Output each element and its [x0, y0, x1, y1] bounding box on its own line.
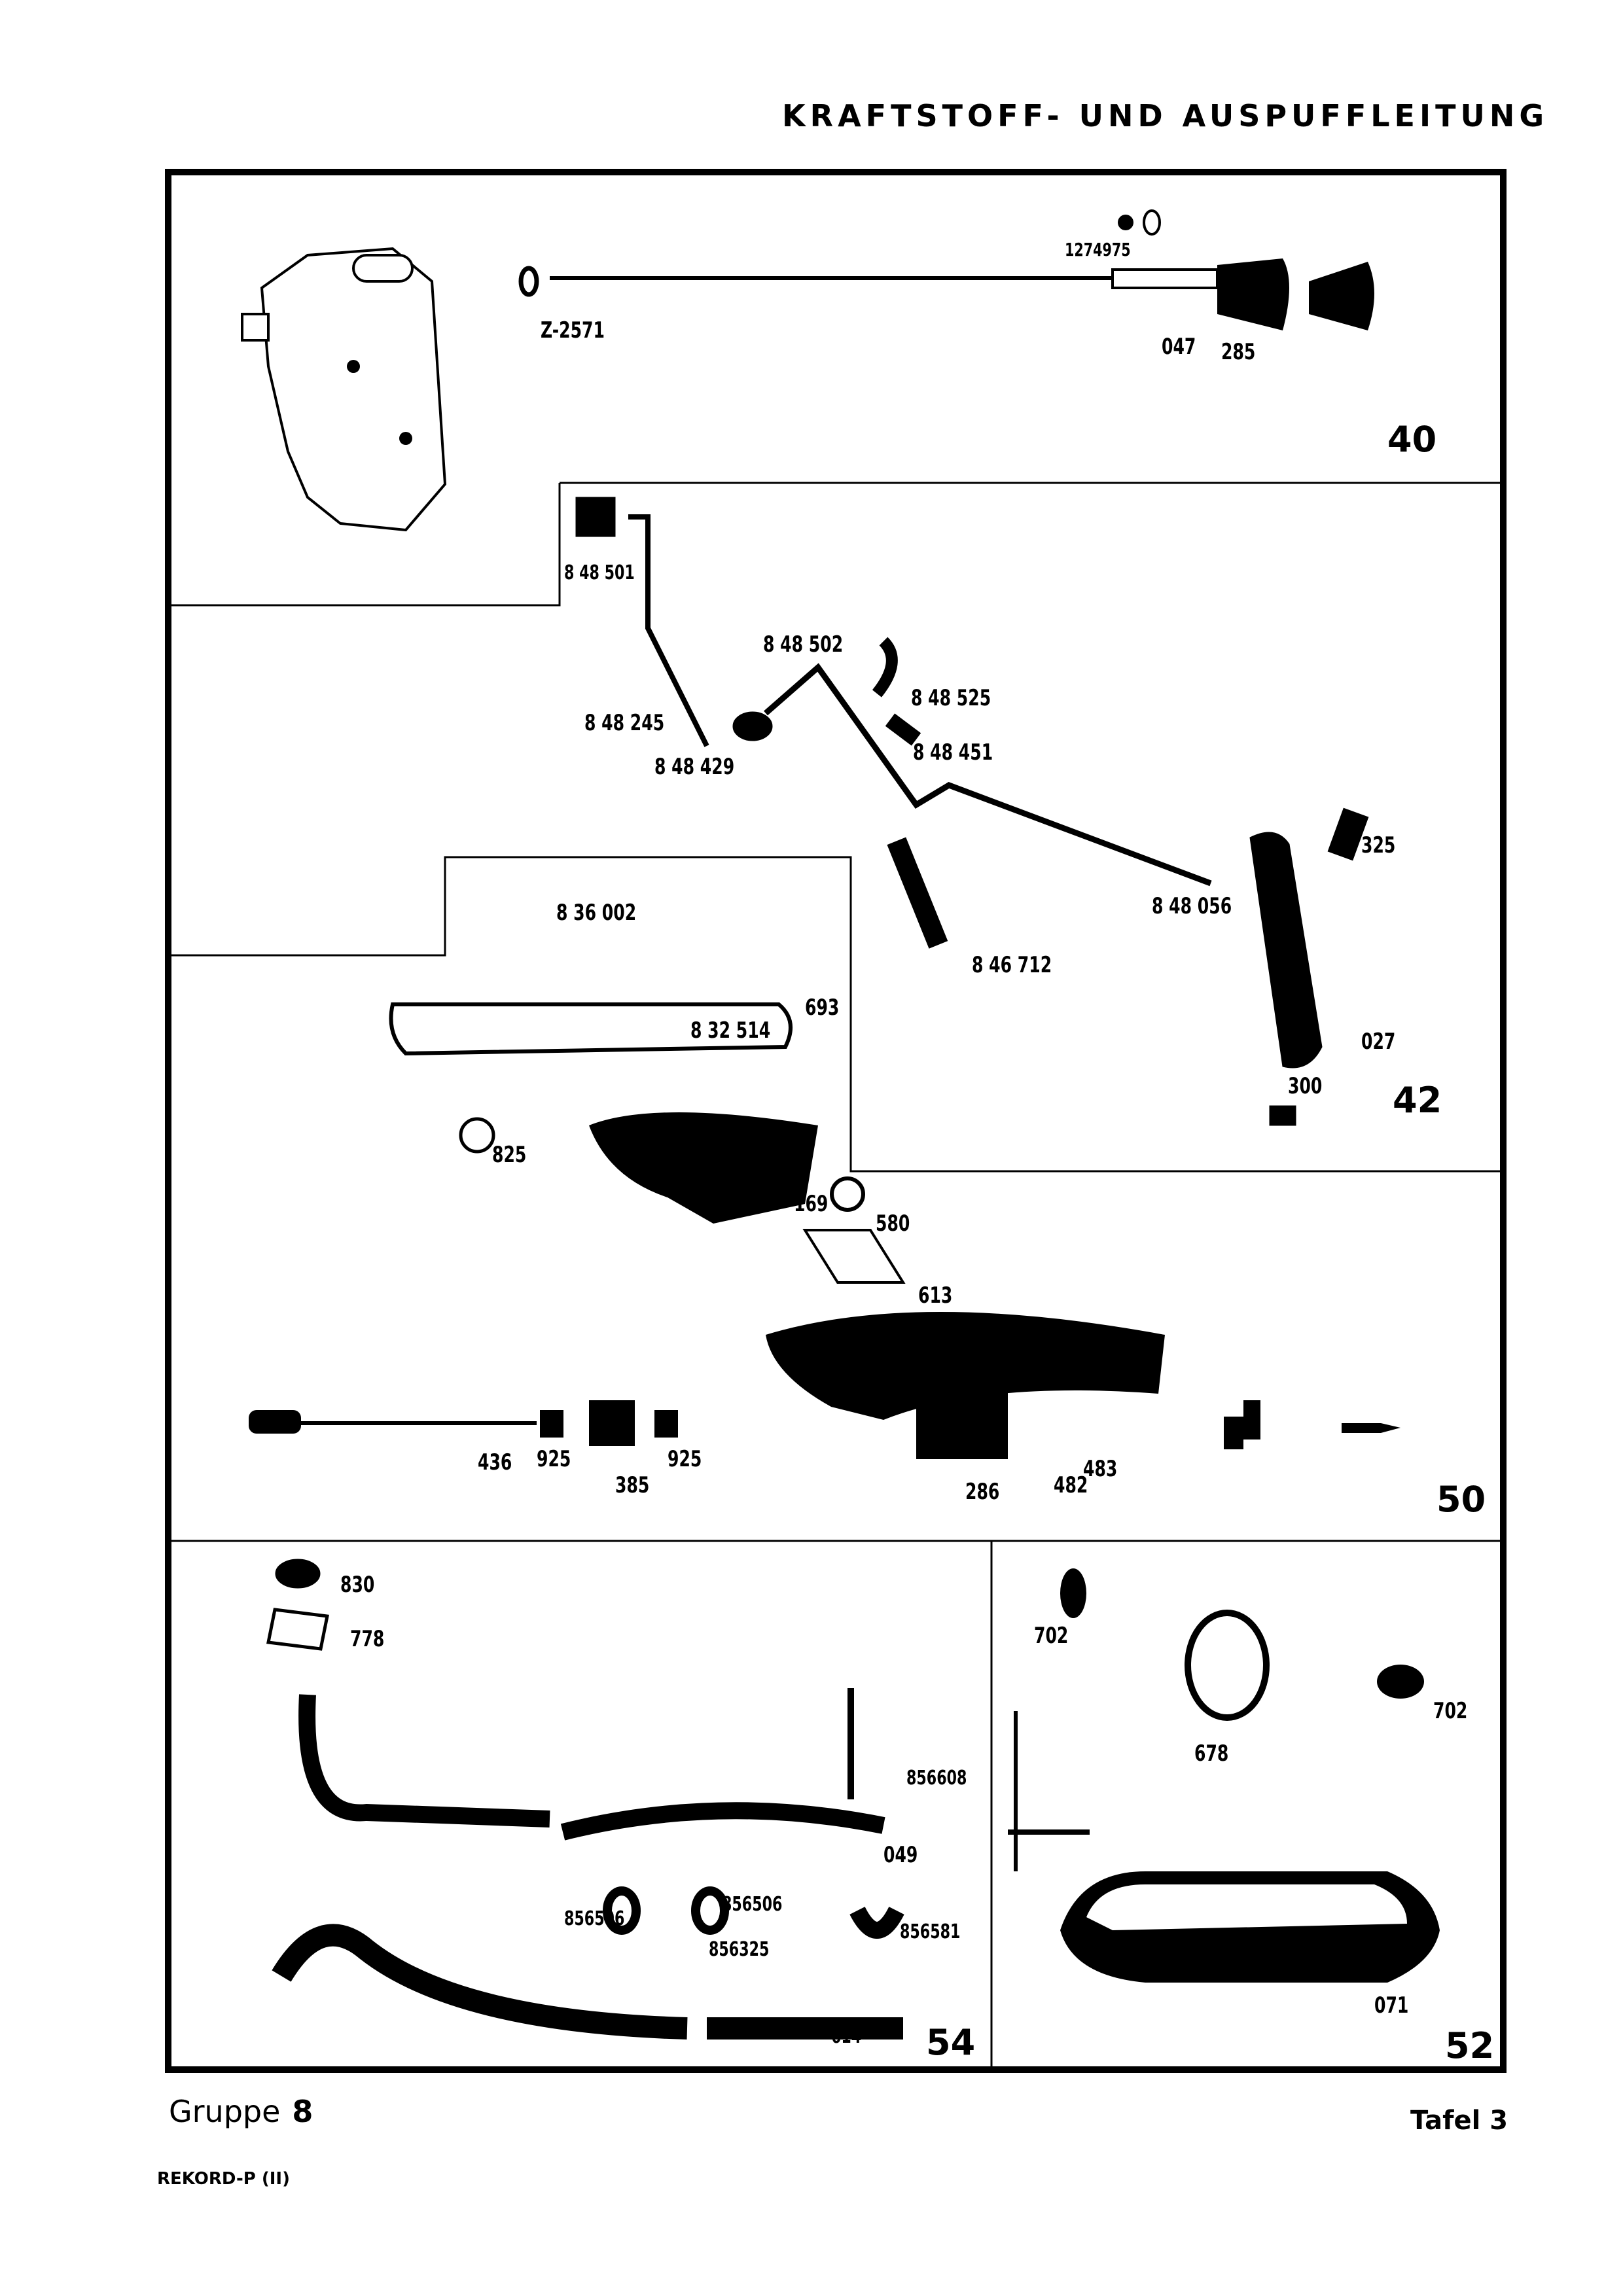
part-label: 856506: [564, 1907, 625, 1930]
part-label: 678: [1194, 1740, 1229, 1767]
part-label: Z-2571: [541, 317, 605, 344]
part-label: 300: [1288, 1073, 1323, 1099]
part-label: 071: [1374, 1992, 1409, 2019]
part-label: 027: [1361, 1029, 1396, 1055]
part-label: 285: [1221, 339, 1256, 365]
group-label-text: Gruppe: [169, 2094, 281, 2129]
part-label: 8 32 514: [690, 1017, 771, 1044]
part-label: 856608: [906, 1767, 967, 1790]
plate-number: Tafel 3: [1410, 2106, 1508, 2136]
part-label: 8 48 502: [763, 631, 844, 658]
part-label: 925: [668, 1446, 702, 1472]
part-label: 693: [805, 995, 840, 1021]
part-label: 825: [492, 1142, 527, 1168]
part-label: 8 48 501: [564, 561, 635, 584]
page-title: KRAFTSTOFF- UND AUSPUFFLEITUNG: [782, 98, 1549, 133]
part-label: 8 48 525: [911, 685, 991, 711]
part-label: 925: [537, 1446, 571, 1472]
carburetor-illustration: [241, 247, 447, 532]
part-label: 483: [1083, 1456, 1118, 1482]
part-label: 169: [794, 1191, 829, 1217]
section-number: 40: [1387, 419, 1437, 460]
section-number: 42: [1393, 1080, 1442, 1121]
divider-50-box: [171, 856, 1507, 1173]
part-label: 1274975: [1065, 239, 1131, 260]
part-label: 8 48 429: [654, 754, 735, 780]
part-label: 702: [1034, 1623, 1069, 1649]
accelerator-linkage-illustration: [575, 497, 1369, 1126]
part-label: 8 46 712: [972, 952, 1052, 978]
group-label: Gruppe 8: [169, 2094, 313, 2129]
section-number: 54: [926, 2022, 976, 2063]
part-label: 580: [876, 1210, 910, 1237]
part-label: 614: [831, 2025, 862, 2048]
part-label: 8 48 245: [584, 710, 665, 736]
part-label: 778: [350, 1626, 385, 1652]
part-label: 613: [918, 1282, 953, 1309]
part-label: 286: [965, 1479, 1000, 1505]
choke-cable-illustration: [518, 209, 1374, 330]
part-label: 047: [1162, 334, 1196, 360]
part-label: 436: [478, 1449, 512, 1475]
exhaust-pipes-illustration: [266, 1559, 904, 2040]
group-number: 8: [292, 2094, 313, 2129]
part-label: 8 48 056: [1152, 893, 1232, 919]
divider-40-left: [171, 483, 561, 607]
section-number: 52: [1445, 2025, 1495, 2066]
part-label: 482: [1054, 1472, 1088, 1498]
diagram-frame: [165, 169, 1507, 2073]
muffler-illustration: [1008, 1568, 1440, 1983]
part-label: 856581: [900, 1920, 961, 1943]
part-label: 856506: [722, 1893, 783, 1916]
part-label: 325: [1361, 832, 1396, 858]
part-label: 702: [1433, 1698, 1468, 1724]
model-designation: REKORD-P (II): [157, 2169, 290, 2189]
part-label: 8 36 002: [556, 900, 637, 926]
section-number: 50: [1436, 1479, 1486, 1520]
part-label: 049: [883, 1842, 918, 1868]
part-label: 830: [340, 1572, 375, 1598]
part-label: 385: [615, 1472, 650, 1498]
manifold-illustration: [249, 1002, 1400, 1459]
part-label: 8 48 451: [913, 739, 993, 766]
part-label: 856325: [709, 1938, 770, 1961]
